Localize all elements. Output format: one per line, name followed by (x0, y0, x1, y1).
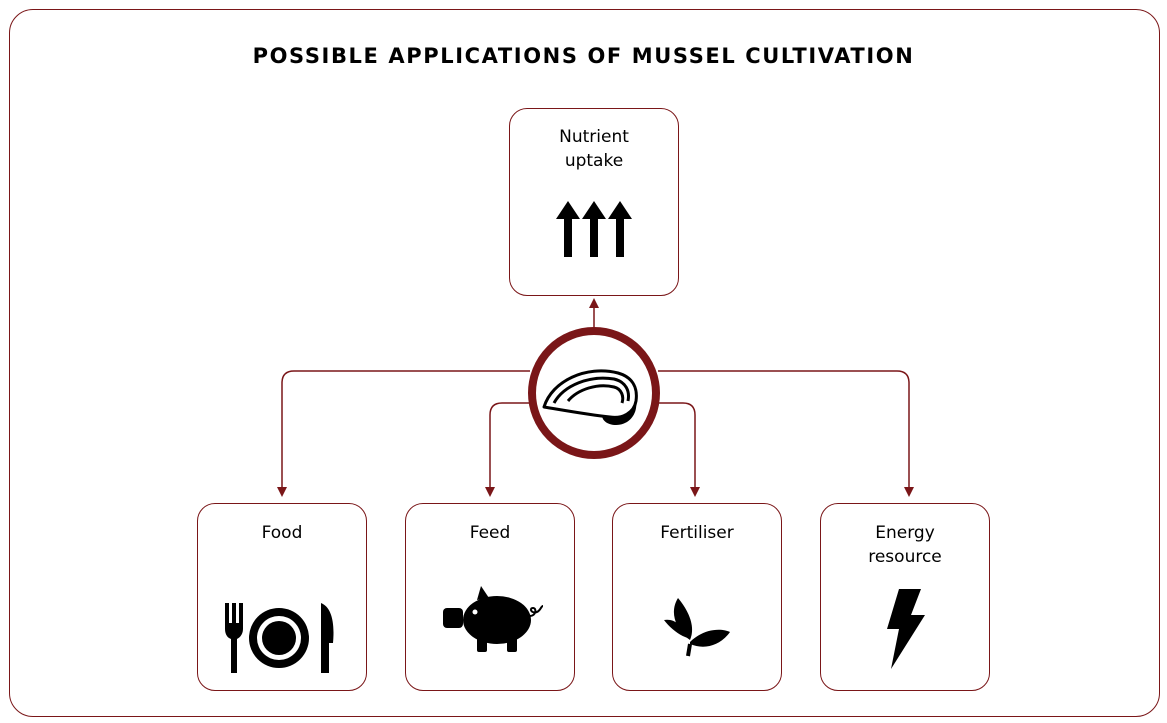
connector-to-feed (485, 402, 546, 497)
lightning-icon (887, 589, 925, 669)
node-energy-resource: Energy resource (820, 503, 990, 691)
node-fertiliser: Fertiliser (612, 503, 782, 691)
connector-to-food (277, 370, 530, 497)
node-food: Food (197, 503, 367, 691)
diagram-title: POSSIBLE APPLICATIONS OF MUSSEL CULTIVAT… (252, 44, 915, 68)
plant-leaf-icon (664, 598, 730, 657)
outer-frame (9, 9, 1160, 717)
pig-icon (443, 586, 544, 652)
node-nutrient-uptake: Nutrient uptake (509, 108, 679, 296)
node-label-line2: resource (868, 547, 942, 567)
node-label-line1: Feed (469, 523, 511, 543)
connector-to-energy (658, 370, 914, 497)
up-arrows-icon (556, 201, 632, 257)
node-label-line2: uptake (564, 151, 624, 171)
node-label-line1: Nutrient (559, 127, 629, 147)
node-label-line1: Fertiliser (660, 523, 734, 543)
node-label-line1: Energy (875, 523, 935, 543)
node-feed: Feed (405, 503, 575, 691)
connector-to-fertiliser (642, 402, 700, 497)
node-label-line1: Food (261, 523, 303, 543)
cutlery-plate-icon (225, 603, 334, 673)
mussel-icon (528, 327, 660, 459)
